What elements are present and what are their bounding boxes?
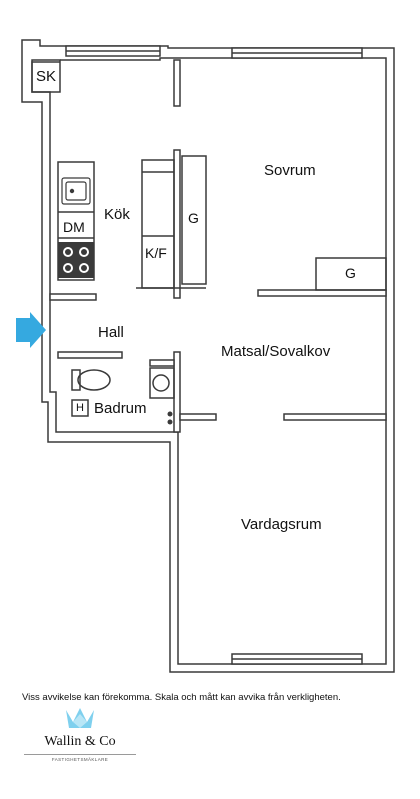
brand-name: Wallin & Co (44, 734, 116, 749)
label-h: H (76, 402, 84, 414)
wardrobe-kitchen (181, 155, 207, 285)
wall-kitchen-bedroom-top (173, 59, 181, 107)
label-kok: Kök (104, 206, 130, 223)
label-g-bedroom: G (345, 265, 356, 281)
wall-kitchen-hall (49, 293, 97, 301)
floor-plan (16, 39, 395, 673)
outer-wall-inner (31, 57, 387, 665)
window-bedroom (231, 47, 363, 59)
label-vardagsrum: Vardagsrum (241, 516, 322, 533)
bathroom-tap (167, 411, 173, 425)
label-g-kitchen: G (188, 210, 199, 226)
stove (58, 242, 94, 278)
window-kitchen (65, 45, 161, 57)
wall-hall-bathroom (57, 351, 123, 359)
label-dm: DM (63, 219, 85, 235)
brand-tagline: FASTIGHETSMÄKLARE (51, 757, 109, 762)
fridge-column (141, 159, 175, 289)
wall-bedroom-matsal (257, 289, 387, 297)
window-living (231, 653, 363, 665)
wall-matsal-living-left (179, 413, 217, 421)
water-heater (71, 399, 89, 417)
closet-sk-wall (31, 59, 61, 93)
wall-matsal-living-right (283, 413, 387, 421)
crown-logo-icon (66, 708, 94, 728)
label-sk: SK (36, 68, 57, 85)
entry-arrow-icon (16, 312, 46, 348)
toilet (71, 369, 111, 391)
wall-bathroom-matsal (173, 351, 181, 433)
brand-divider (24, 754, 136, 755)
label-kf: K/F (145, 245, 167, 261)
kitchen-sink (61, 177, 91, 205)
label-badrum: Badrum (94, 400, 147, 417)
label-matsal: Matsal/Sovalkov (221, 343, 331, 360)
wardrobe-bedroom (315, 257, 387, 291)
disclaimer-text: Viss avvikelse kan förekomma. Skala och … (22, 692, 341, 703)
label-sovrum: Sovrum (264, 162, 316, 179)
wall-kitchen-bedroom (173, 149, 181, 299)
wall-bathroom-small (149, 359, 175, 367)
label-hall: Hall (98, 324, 124, 341)
kitchen-counter (57, 161, 95, 281)
bathroom-sink (149, 367, 175, 399)
